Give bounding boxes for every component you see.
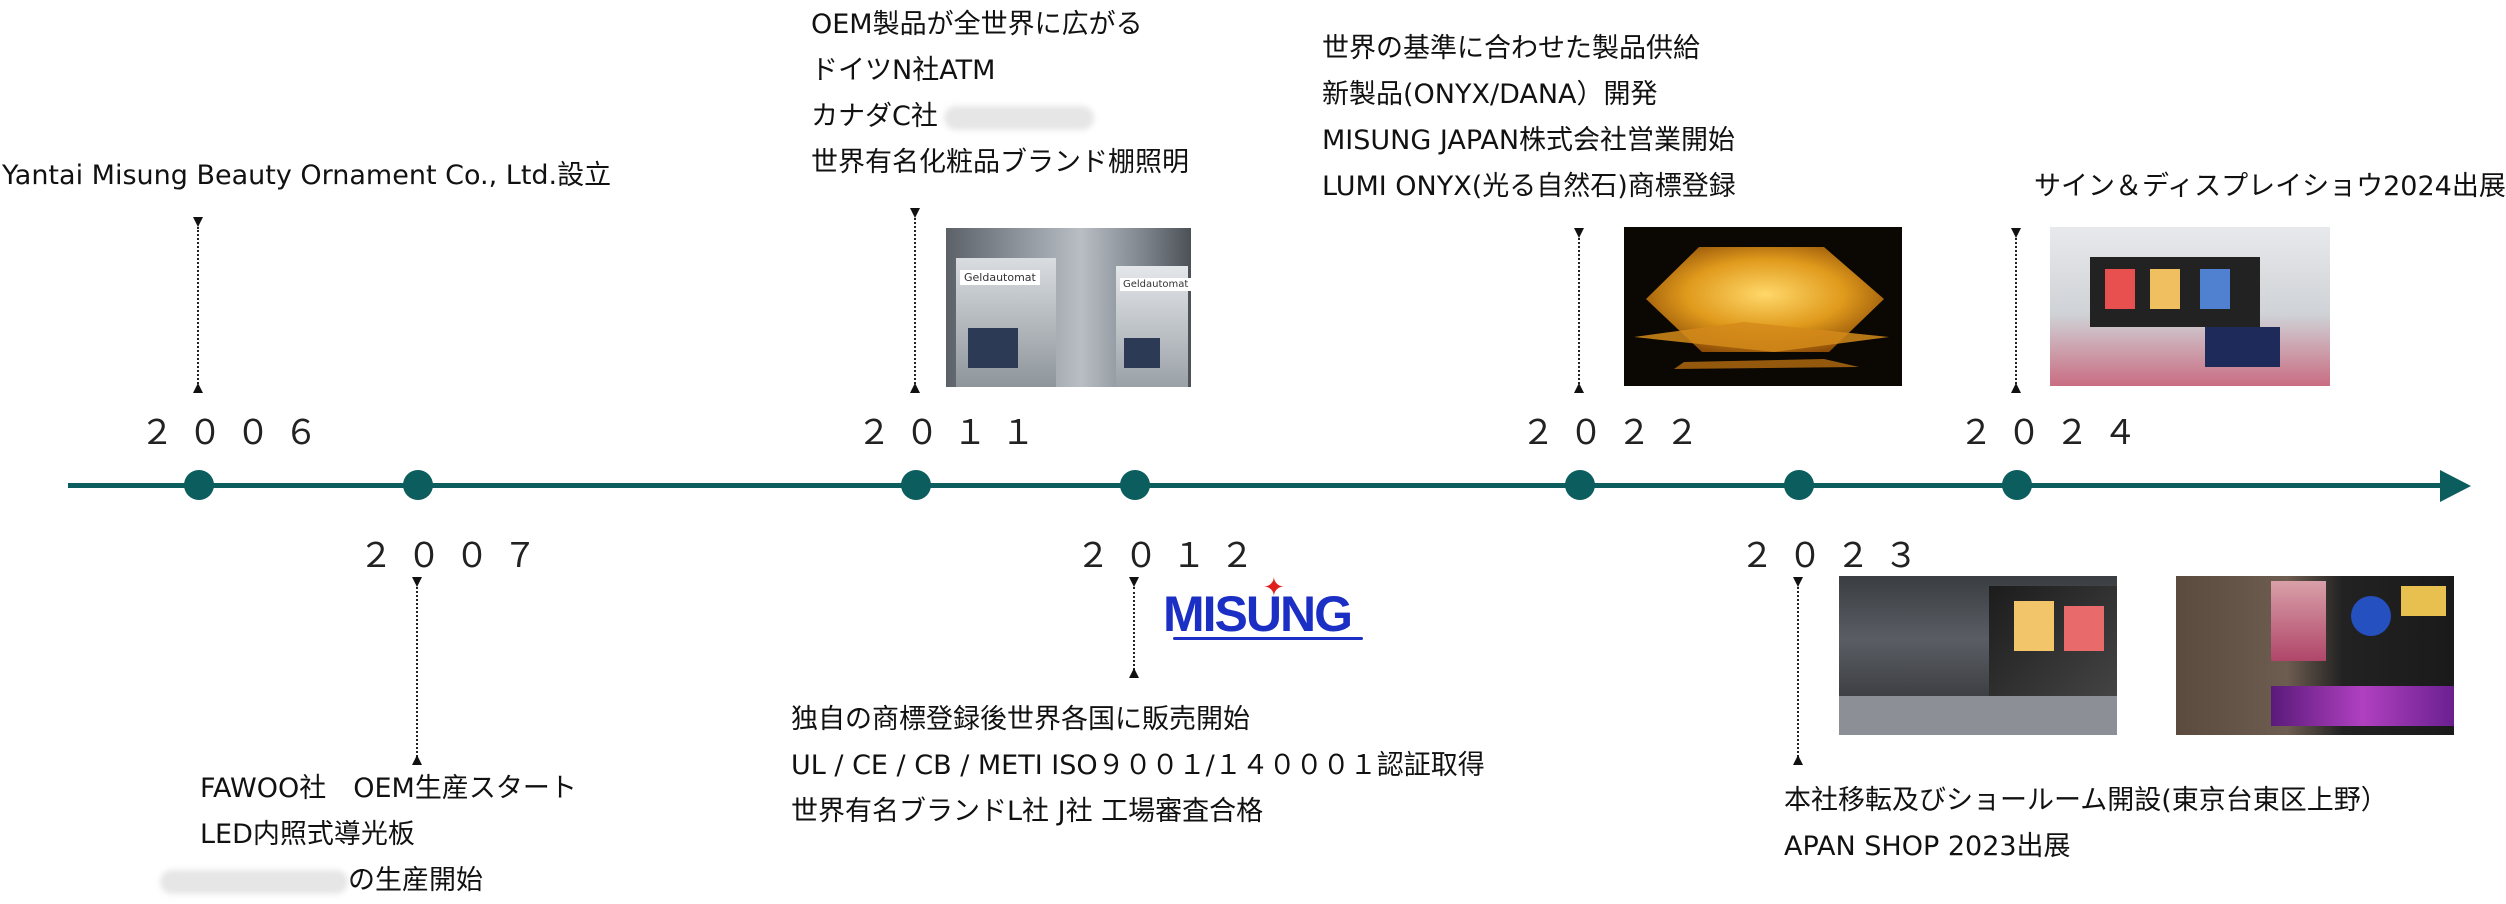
arrow-up-icon (1574, 383, 1584, 393)
arrow-up-icon (412, 755, 422, 765)
milestone-2011-line: カナダC社 (811, 101, 938, 132)
milestone-2024-text: サイン＆ディスプレイショウ2024出展 (2034, 164, 2506, 210)
booth-panel (2200, 269, 2230, 309)
logo-swoosh (1173, 637, 1363, 640)
milestone-2006-text: Yantai Misung Beauty Ornament Co., Ltd.設… (2, 153, 611, 199)
arrow-up-icon (193, 383, 203, 393)
milestone-2022-line: 世界の基準に合わせた製品供給 (1322, 33, 1700, 64)
atm-screen-right (1124, 338, 1160, 368)
timeline-axis (68, 483, 2448, 488)
arrow-down-icon (1129, 577, 1139, 587)
milestone-2023-line: 本社移転及びショールーム開設(東京台東区上野） (1784, 785, 2388, 816)
connector-2023 (1797, 587, 1799, 757)
connector-2012 (1133, 587, 1135, 674)
booth-panel (2064, 606, 2104, 651)
arrow-down-icon (2011, 228, 2021, 238)
milestone-2024-line: サイン＆ディスプレイショウ2024出展 (2034, 171, 2506, 202)
arrow-down-icon (1793, 577, 1803, 587)
timeline-arrowhead (2440, 470, 2471, 502)
booth-panel (2150, 269, 2180, 309)
arrow-up-icon (910, 383, 920, 393)
dot-2011 (901, 470, 931, 500)
year-2011: ２０１１ (857, 413, 1049, 453)
milestone-2023-line: APAN SHOP 2023出展 (1784, 831, 2071, 862)
arrow-up-icon (1129, 668, 1139, 678)
milestone-2007-line: FAWOO社 OEM生産スタート (200, 773, 577, 804)
showroom-photo-2 (2176, 576, 2454, 735)
year-2012: ２０１２ (1076, 536, 1268, 576)
connector-2006 (197, 227, 199, 384)
exhibition-photo (2050, 227, 2330, 386)
atm-sign-right: Geldautomat (1120, 278, 1192, 291)
showroom-photo-1 (1839, 576, 2117, 735)
atm-screen-left (968, 328, 1018, 368)
connector-2022 (1578, 238, 1580, 384)
year-2007: ２００７ (359, 536, 551, 576)
arrow-up-icon (2011, 383, 2021, 393)
arrow-up-icon (1793, 755, 1803, 765)
milestone-2012-line: UL / CE / CB / METI ISO９００１/１４０００１認証取得 (791, 750, 1485, 781)
year-2006: ２００６ (140, 413, 332, 453)
milestone-2012-line: 世界有名ブランドL社 J社 工場審査合格 (791, 796, 1264, 827)
milestone-2012-line: 独自の商標登録後世界各国に販売開始 (791, 704, 1250, 735)
onyx-photo (1624, 227, 1902, 386)
booth-floor (1839, 696, 2117, 735)
milestone-2022-line: LUMI ONYX(光る自然石)商標登録 (1322, 171, 1736, 202)
arrow-down-icon (910, 208, 920, 218)
atm-sign-left: Geldautomat (960, 270, 1040, 285)
milestone-2022-line: 新製品(ONYX/DANA）開発 (1322, 79, 1658, 110)
milestone-2011-line: ドイツN社ATM (811, 55, 996, 86)
redacted-blur (943, 105, 1094, 130)
year-2022: ２０２２ (1521, 413, 1713, 453)
milestone-2007-line: LED内照式導光板 (200, 819, 415, 850)
milestone-2007-text: FAWOO社 OEM生産スタート LED内照式導光板 (200, 766, 577, 858)
dot-2007 (403, 470, 433, 500)
dot-2012 (1120, 470, 1150, 500)
milestone-2011-text: OEM製品が全世界に広がる ドイツN社ATM カナダC社 世界有名化粧品ブランド… (811, 2, 1189, 186)
milestone-2011-line: OEM製品が全世界に広がる (811, 9, 1143, 40)
booth-panel (2271, 581, 2326, 661)
connector-2024 (2015, 238, 2017, 384)
connector-2011 (914, 218, 916, 384)
milestone-2007-text-row3: の生産開始 (160, 858, 483, 904)
onyx-star-shape (1634, 247, 1889, 369)
arrow-down-icon (412, 577, 422, 587)
arrow-down-icon (1574, 228, 1584, 238)
connector-2007 (416, 587, 418, 757)
star-icon: ✦ (1263, 573, 1285, 603)
booth-counter (2205, 327, 2280, 367)
booth-panel (2105, 269, 2135, 309)
milestone-2007-line: の生産開始 (348, 865, 483, 896)
milestone-2022-text: 世界の基準に合わせた製品供給 新製品(ONYX/DANA）開発 MISUNG J… (1322, 26, 1736, 210)
milestone-2011-line-row: カナダC社 (811, 94, 1189, 140)
dot-2023 (1784, 470, 1814, 500)
atm-photo: Geldautomat Geldautomat (946, 228, 1192, 387)
booth-counter (2271, 686, 2454, 726)
milestone-2022-line: MISUNG JAPAN株式会社営業開始 (1322, 125, 1736, 156)
logo-text: MISUNG (1163, 586, 1353, 642)
milestone-2012-text: 独自の商標登録後世界各国に販売開始 UL / CE / CB / METI IS… (791, 697, 1485, 835)
dot-2022 (1565, 470, 1595, 500)
year-2023: ２０２３ (1740, 536, 1932, 576)
dot-2024 (2002, 470, 2032, 500)
redacted-blur (160, 869, 348, 894)
year-2024: ２０２４ (1959, 413, 2151, 453)
booth-logo-disc (2351, 596, 2391, 636)
misung-logo: MISUNG ✦ (1163, 575, 1373, 645)
milestone-2023-text: 本社移転及びショールーム開設(東京台東区上野） APAN SHOP 2023出展 (1784, 778, 2388, 870)
milestone-2011-line: 世界有名化粧品ブランド棚照明 (811, 147, 1189, 178)
dot-2006 (184, 470, 214, 500)
arrow-down-icon (193, 217, 203, 227)
milestone-2006-line: Yantai Misung Beauty Ornament Co., Ltd.設… (2, 160, 612, 191)
booth-panel (2401, 586, 2446, 616)
booth-panel (2014, 601, 2054, 651)
